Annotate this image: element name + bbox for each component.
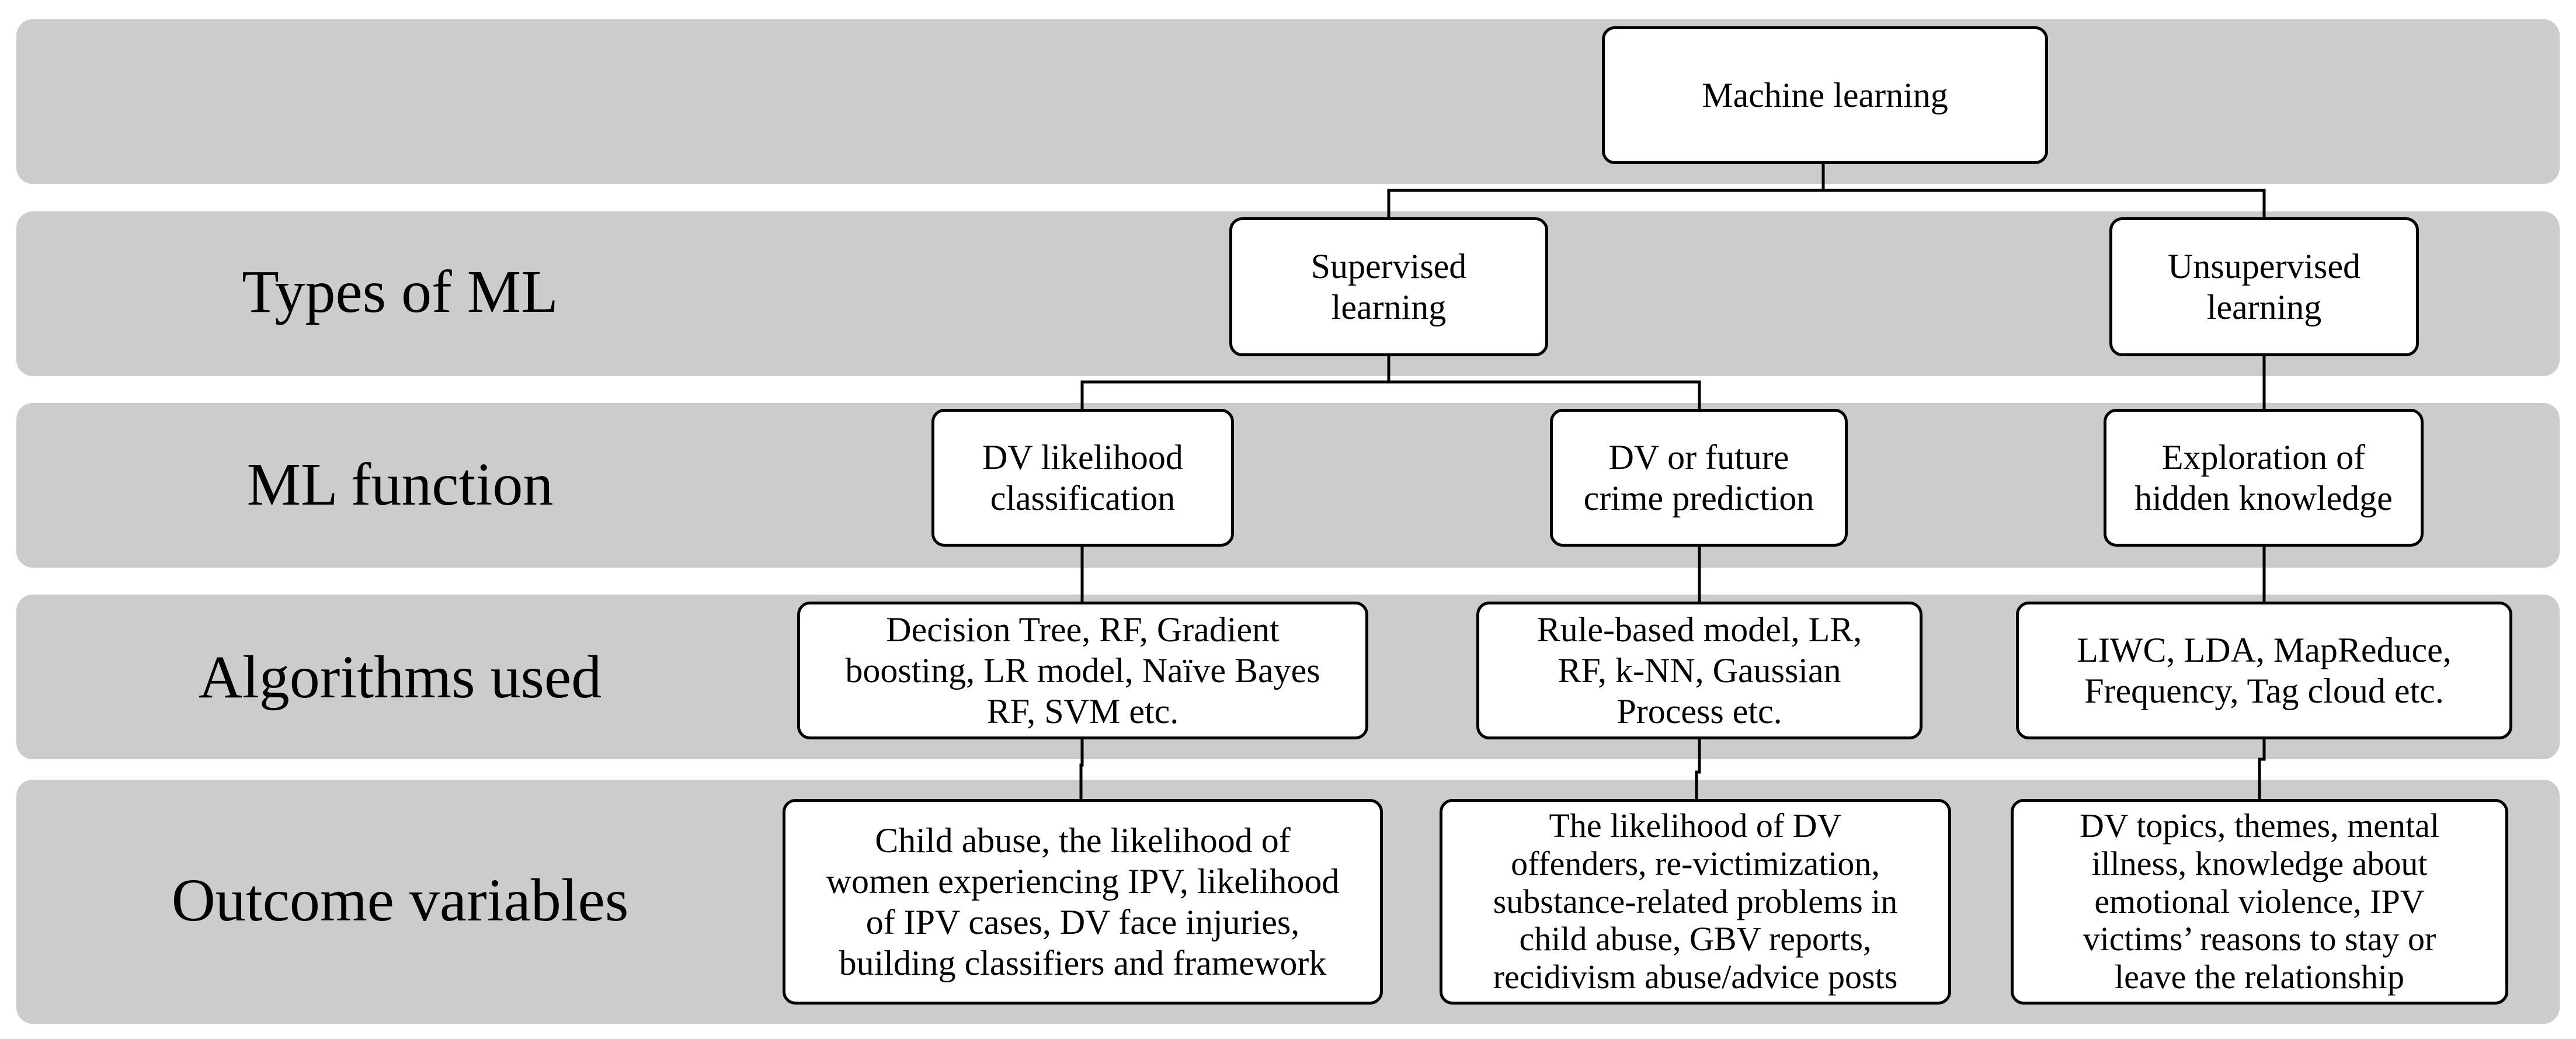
node-dv-crime-prediction: DV or future crime prediction: [1550, 409, 1848, 547]
node-unsupervised-learning: Unsupervised learning: [2109, 217, 2419, 356]
node-machine-learning: Machine learning: [1602, 26, 2048, 164]
node-outcomes-prediction: The likelihood of DV offenders, re-victi…: [1440, 799, 1951, 1005]
row-label-types: Types of ML: [242, 258, 558, 325]
node-exploration-hidden-knowledge: Exploration of hidden knowledge: [2104, 409, 2424, 547]
node-dv-likelihood-classification: DV likelihood classification: [931, 409, 1234, 547]
node-outcomes-exploration: DV topics, themes, mental illness, knowl…: [2011, 799, 2508, 1005]
node-algorithms-exploration: LIWC, LDA, MapReduce, Frequency, Tag clo…: [2016, 602, 2512, 739]
row-band-root: [16, 19, 2560, 184]
row-label-outcomes: Outcome variables: [171, 867, 629, 934]
node-algorithms-prediction: Rule-based model, LR, RF, k-NN, Gaussian…: [1476, 602, 1923, 739]
row-label-function: ML function: [246, 451, 554, 518]
node-outcomes-classification: Child abuse, the likelihood of women exp…: [783, 799, 1383, 1005]
node-supervised-learning: Supervised learning: [1229, 217, 1548, 356]
node-algorithms-classification: Decision Tree, RF, Gradient boosting, LR…: [797, 602, 1368, 739]
row-label-algorithms: Algorithms used: [198, 644, 602, 711]
